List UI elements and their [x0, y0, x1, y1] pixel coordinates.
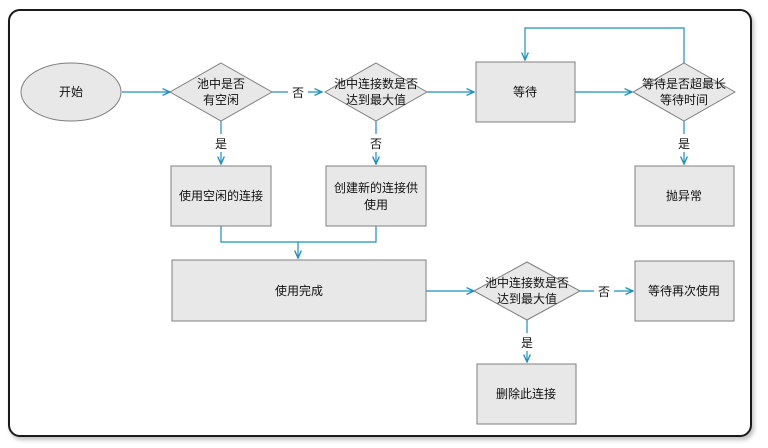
node-wait-label: 等待 [513, 85, 537, 99]
node-check-timeout-line2: 等待时间 [660, 93, 708, 107]
node-check-max-1-line1: 池中连接数是否 [334, 76, 418, 91]
node-check-idle-line2: 有空闲 [203, 93, 239, 107]
node-use-done-label: 使用完成 [275, 283, 323, 298]
node-throw-label: 抛异常 [666, 188, 702, 203]
node-use-done: 使用完成 [171, 259, 427, 322]
node-check-max-2: 池中连接数是否 达到最大值 [472, 261, 582, 321]
node-use-idle-label: 使用空闲的连接 [179, 188, 263, 203]
node-check-idle: 池中是否 有空闲 [168, 62, 274, 122]
node-wait-reuse-label: 等待再次使用 [648, 283, 720, 298]
node-check-idle-line1: 池中是否 [197, 76, 245, 91]
edge-timeout-loop-back [525, 27, 685, 64]
node-create-new: 创建新的连接供 使用 [325, 165, 427, 227]
edge-label-idle-yes: 是 [215, 137, 227, 151]
edge-create-new-to-use-done [298, 226, 377, 243]
node-throw: 抛异常 [634, 165, 735, 227]
node-check-max-1-line2: 达到最大值 [346, 92, 406, 107]
node-start-label: 开始 [59, 85, 83, 99]
edge-label-idle-no: 否 [292, 86, 304, 100]
node-check-timeout-line1: 等待是否超最长 [642, 76, 726, 91]
edge-label-max2-no: 否 [598, 285, 610, 299]
node-check-max-2-line2: 达到最大值 [497, 291, 557, 306]
node-check-timeout: 等待是否超最长 等待时间 [631, 62, 737, 122]
node-wait: 等待 [475, 61, 576, 123]
node-create-new-line1: 创建新的连接供 [334, 180, 418, 195]
edges [122, 27, 685, 362]
node-use-idle: 使用空闲的连接 [170, 165, 272, 227]
edge-label-timeout-yes: 是 [678, 137, 690, 151]
node-delete: 删除此连接 [476, 363, 577, 425]
node-start: 开始 [20, 62, 122, 122]
node-check-max-1: 池中连接数是否 达到最大值 [323, 62, 429, 122]
edge-label-max2-yes: 是 [521, 336, 533, 350]
node-delete-label: 删除此连接 [496, 386, 556, 401]
node-check-max-2-line1: 池中连接数是否 [485, 275, 569, 290]
edge-use-idle-to-use-done [220, 226, 298, 258]
node-create-new-line2: 使用 [364, 197, 388, 212]
node-wait-reuse: 等待再次使用 [634, 260, 735, 322]
edge-label-max1-no: 否 [370, 137, 382, 151]
edge-labels: 否 是 否 是 否 是 [211, 83, 694, 351]
